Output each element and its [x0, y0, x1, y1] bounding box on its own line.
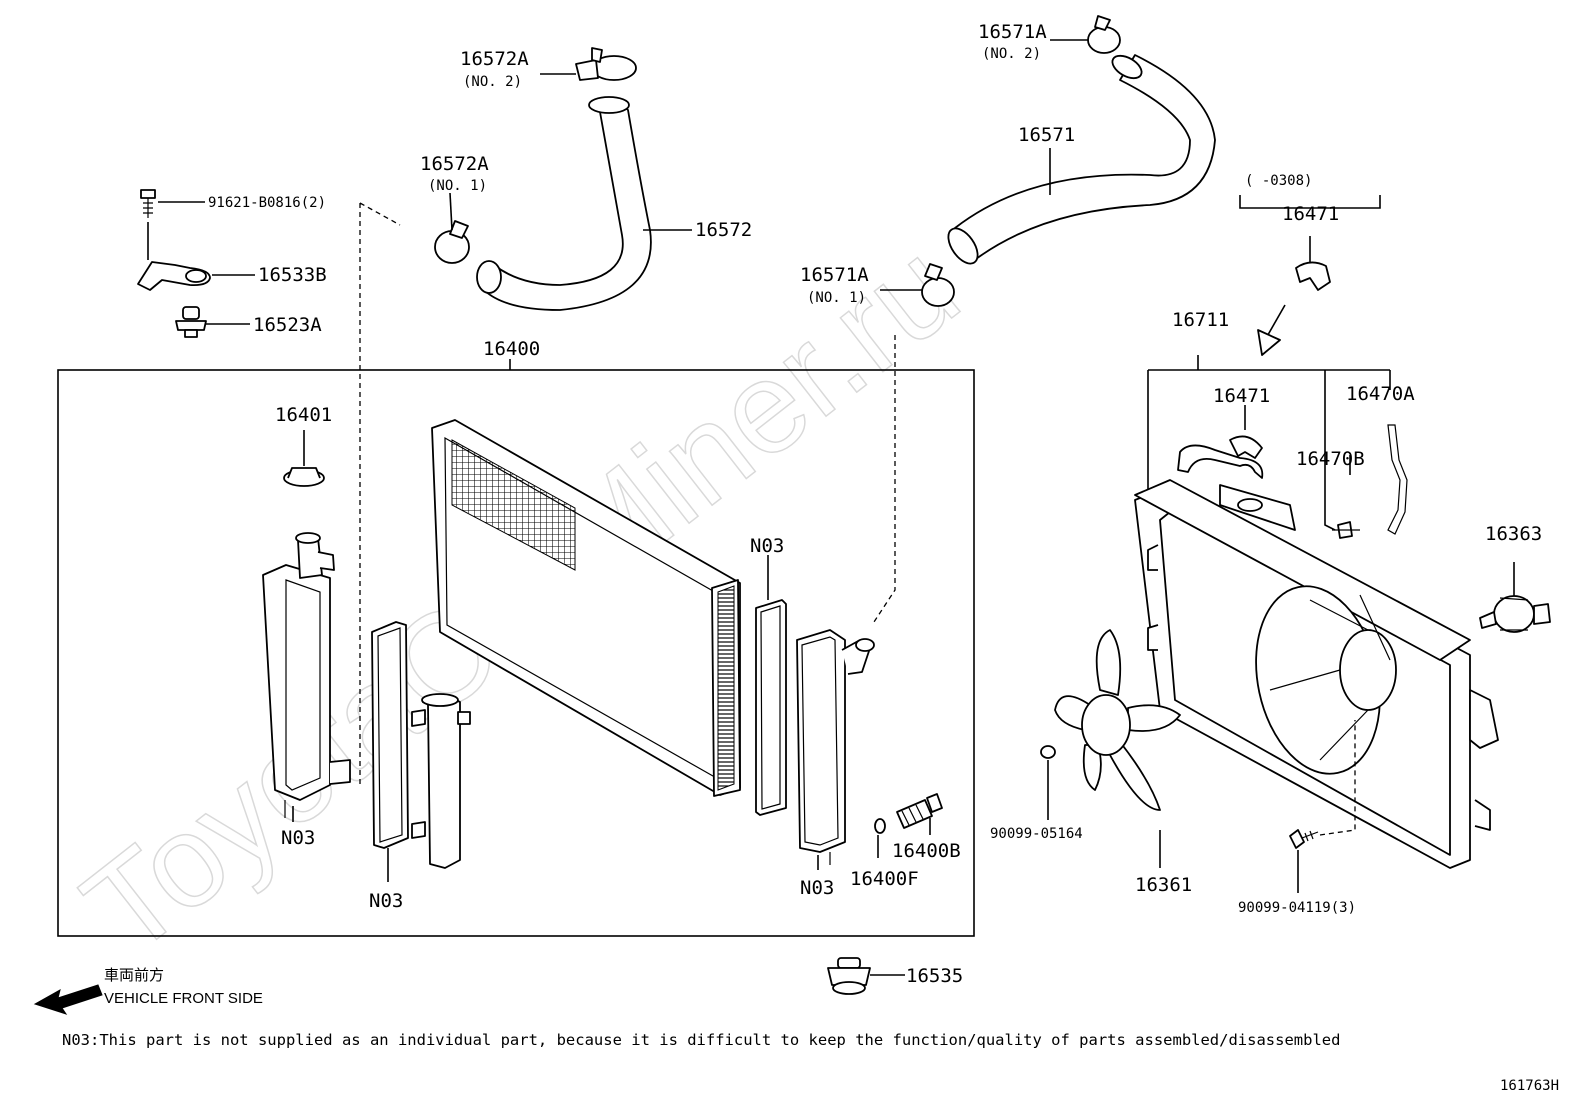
label-upper-clamp-no1-sub: (NO. 1) [428, 178, 487, 194]
lower-clamp-no1 [921, 263, 955, 307]
label-upper-clamp-no1: 16572A [420, 153, 489, 175]
label-lower-hose: 16571 [1018, 124, 1075, 146]
o-ring-part [874, 818, 886, 834]
hose-clamp-top-part [1295, 261, 1331, 291]
figure-code: 161763H [1500, 1078, 1559, 1094]
label-radiator-assy: 16400 [483, 338, 540, 360]
lower-hose [947, 54, 1216, 265]
label-motor: 16363 [1485, 523, 1542, 545]
right-tank-part [796, 629, 875, 865]
right-gasket-part [755, 599, 787, 816]
screw-part [1289, 829, 1319, 849]
label-n03-gasket-left: N03 [369, 890, 403, 912]
lower-cushion-part [827, 957, 871, 995]
label-clip: 16470B [1296, 448, 1365, 470]
label-n03-gasket-right: N03 [750, 535, 784, 557]
label-shroud-assy: 16711 [1172, 309, 1229, 331]
upper-clamp-no2 [575, 47, 637, 81]
label-n03-left-tank: N03 [281, 827, 315, 849]
label-date-range: ( -0308) [1245, 173, 1312, 189]
radiator-assembly-box [57, 369, 975, 937]
vehicle-front-arrow-icon [33, 984, 103, 1015]
label-nut: 90099-05164 [990, 826, 1083, 842]
upper-cushion-part [175, 306, 207, 338]
label-screw: 90099-04119(3) [1238, 900, 1356, 916]
label-upper-hose: 16572 [695, 219, 752, 241]
left-tank-part [262, 532, 351, 818]
label-vehicle-front-jp: 車両前方 [104, 967, 164, 984]
filler-tube-part [411, 693, 471, 869]
clip-part [1332, 521, 1360, 539]
radiator-cap-part [283, 467, 325, 487]
label-upper-cushion: 16523A [253, 314, 322, 336]
upper-hose [476, 96, 652, 311]
label-lower-clamp-no1: 16571A [800, 264, 869, 286]
label-n03-right-tank: N03 [800, 877, 834, 899]
nut-part [1040, 745, 1056, 759]
label-radiator-cap: 16401 [275, 404, 332, 426]
footnote: N03:This part is not supplied as an indi… [62, 1031, 1340, 1049]
fan-motor-part [1479, 595, 1551, 633]
label-upper-clamp-no2: 16572A [460, 48, 529, 70]
label-lower-cushion: 16535 [906, 965, 963, 987]
radiator-core-part [431, 419, 741, 797]
label-lower-clamp-no2-sub: (NO. 2) [982, 46, 1041, 62]
tube-part [1387, 424, 1408, 535]
label-hose-clamp-inner: 16471 [1213, 385, 1270, 407]
bolt-part [140, 189, 156, 218]
label-bolt: 91621-B0816(2) [208, 195, 326, 211]
left-gasket-part [371, 621, 409, 849]
label-lower-clamp-no2: 16571A [978, 21, 1047, 43]
label-hose-clamp-top: 16471 [1282, 203, 1339, 225]
lower-clamp-no2 [1087, 15, 1121, 54]
label-drain-cock: 16400B [892, 840, 961, 862]
label-tube: 16470A [1346, 383, 1415, 405]
label-upper-clamp-no2-sub: (NO. 2) [463, 74, 522, 90]
bracket-part [137, 261, 211, 291]
label-lower-clamp-no1-sub: (NO. 1) [807, 290, 866, 306]
label-bracket: 16533B [258, 264, 327, 286]
inner-hose-part [1177, 435, 1264, 479]
drain-cock-part [896, 793, 943, 829]
cooling-fan-part [1054, 629, 1181, 811]
label-o-ring: 16400F [850, 868, 919, 890]
fan-shroud-part [1134, 479, 1499, 869]
label-vehicle-front-en: VEHICLE FRONT SIDE [104, 990, 263, 1007]
label-fan: 16361 [1135, 874, 1192, 896]
down-arrow-icon [1257, 329, 1281, 356]
